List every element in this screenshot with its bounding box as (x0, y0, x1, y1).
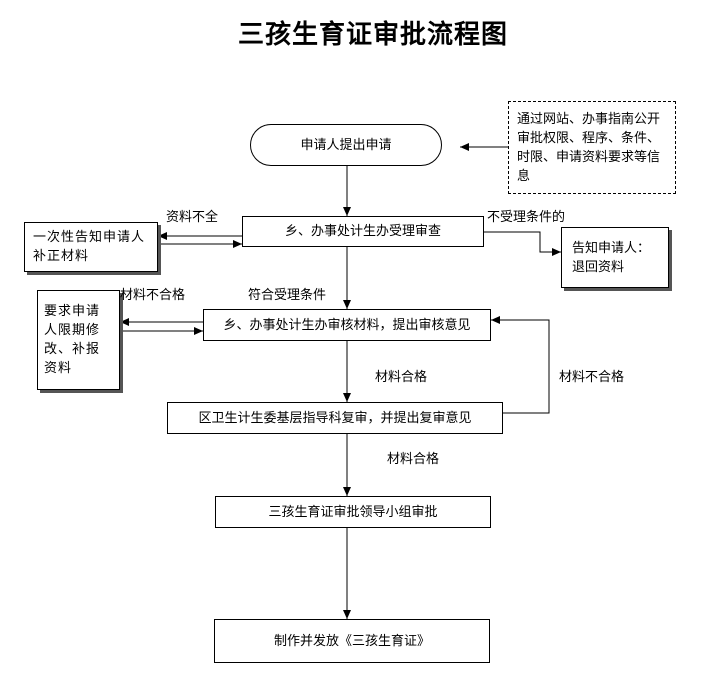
node-public-info: 通过网站、办事指南公开审批权限、程序、条件、时限、申请资料要求等信息 (508, 101, 676, 194)
node-notify-return: 告知申请人：退回资料 (561, 227, 669, 288)
node-request-supplement: 要求申请人限期修改、补报资料 (37, 290, 120, 390)
node-apply: 申请人提出申请 (250, 124, 442, 166)
label-unqualified-left: 材料不合格 (120, 288, 186, 303)
arrow-accept-to-return (484, 231, 561, 256)
node-notify-once: 一次性告知申请人补正材料 (24, 222, 158, 272)
node-leader-approval: 三孩生育证审批领导小组审批 (215, 496, 491, 528)
label-meets: 符合受理条件 (248, 288, 327, 303)
label-qualified-1: 材料合格 (375, 370, 428, 385)
node-district-review: 区卫生计生委基层指导科复审，并提出复审意见 (167, 402, 503, 434)
label-incomplete: 资料不全 (166, 210, 219, 225)
arrow-district-to-review (491, 316, 550, 414)
node-issue-cert: 制作并发放《三孩生育证》 (214, 619, 490, 663)
node-review-materials: 乡、办事处计生办审核材料，提出审核意见 (203, 309, 491, 341)
node-accept-review: 乡、办事处计生办受理审查 (242, 216, 484, 247)
page-title: 三孩生育证审批流程图 (237, 20, 508, 50)
label-qualified-2: 材料合格 (387, 452, 440, 467)
label-not-meet: 不受理条件的 (487, 210, 566, 225)
label-unqualified-right: 材料不合格 (559, 370, 625, 385)
